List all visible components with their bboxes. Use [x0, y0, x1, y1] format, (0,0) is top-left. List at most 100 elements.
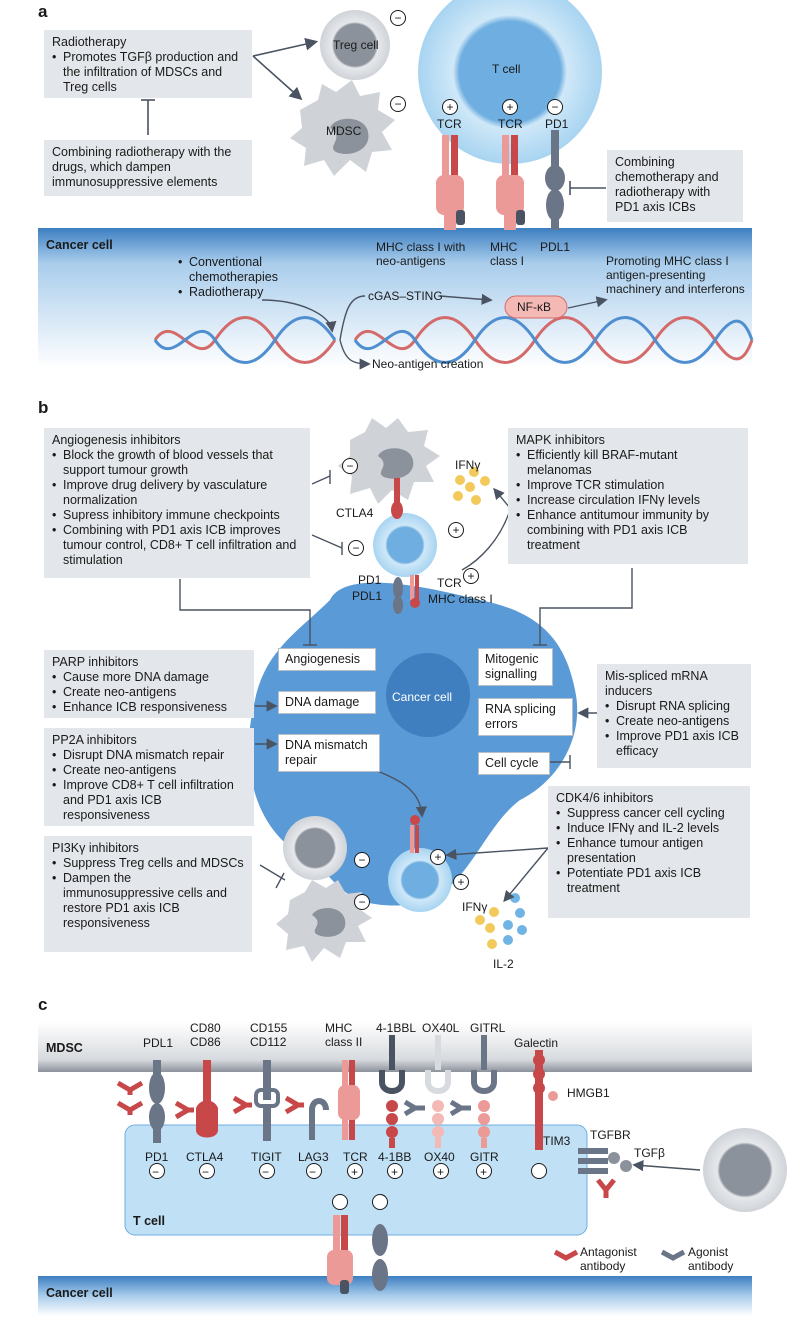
nfkb-pill	[504, 295, 568, 319]
cdk46-inhibitors-box: CDK4/6 inhibitors Suppress cancer cell c…	[548, 786, 750, 918]
pp2a-inhibitors-box: PP2A inhibitors Disrupt DNA mismatch rep…	[44, 728, 254, 826]
tumour-nucleus	[386, 653, 470, 737]
sign-tcr: +	[351, 1165, 359, 1179]
pd1-label-a: PD1	[545, 117, 569, 131]
pi3k-item: Suppress Treg cells and MDSCs	[52, 856, 244, 871]
tcr-b-bottom	[410, 815, 420, 853]
mhc-label-b: MHC class I	[428, 592, 493, 606]
mdsc-cell-b-top	[338, 418, 440, 504]
ifng-label-top: IFNγ	[455, 458, 481, 472]
treg-cell	[320, 10, 390, 80]
pi3k-item: Dampen the immunosuppressive cells and r…	[52, 871, 244, 931]
t-cell-label: T cell	[492, 62, 521, 76]
receptor-gitr: GITR	[470, 1150, 499, 1164]
combining-radiotherapy-box: Combining radiotherapy with the drugs, w…	[44, 140, 252, 196]
ifng-dots-top	[453, 467, 490, 505]
pd1-pdl1-a	[545, 130, 565, 230]
angio-item: Supress inhibitory immune checkpoints	[52, 508, 302, 523]
cell-cycle-label: Cell cycle	[478, 752, 550, 775]
parp-item: Cause more DNA damage	[52, 670, 246, 685]
hmgb1-label: HMGB1	[567, 1086, 610, 1100]
pdl1-label-a: PDL1	[540, 240, 571, 254]
signs-b: −−+ +++ −−	[342, 458, 479, 910]
treg-cell-b	[283, 816, 347, 880]
lag3-mhc2	[309, 1060, 360, 1140]
cdk-item: Enhance tumour antigen presentation	[556, 836, 742, 866]
sign-ctla4: −	[202, 1165, 210, 1179]
tgfbr-label: TGFBR	[590, 1128, 631, 1142]
receptor-41bb: 4-1BB	[378, 1150, 412, 1164]
mapk-title: MAPK inhibitors	[516, 433, 605, 447]
svg-text:+: +	[506, 100, 513, 114]
treg-label: Treg cell	[333, 38, 379, 52]
ligand-cd155-cd112: CD155 CD112	[250, 1021, 288, 1049]
parp-item: Enhance ICB responsiveness	[52, 700, 246, 715]
promoting-mhc-label: Promoting MHC class I antigen-presenting…	[606, 254, 745, 296]
sign-41bb: +	[391, 1165, 399, 1179]
cancer-membrane-c	[38, 1276, 752, 1316]
mis-spliced-box: Mis-spliced mRNA inducers Disrupt RNA sp…	[597, 664, 751, 768]
tgfbr	[578, 1148, 701, 1174]
galectin-tim3	[533, 1050, 558, 1150]
pd1-tcr-b	[393, 575, 420, 614]
missplice-item: Improve PD1 axis ICB efficacy	[605, 729, 743, 759]
sign-tigit: −	[262, 1165, 270, 1179]
signs-a	[390, 10, 563, 115]
receptor-tigit: TIGIT	[251, 1150, 282, 1164]
angio-title: Angiogenesis inhibitors	[52, 433, 181, 447]
ligand-gitrl: GITRL	[470, 1021, 506, 1035]
pp2a-item: Disrupt DNA mismatch repair	[52, 748, 246, 763]
svg-text:−: −	[352, 541, 359, 555]
antagonist-antibodies	[116, 1080, 616, 1261]
ligand-galectin: Galectin	[514, 1036, 559, 1050]
cdk-item: Induce IFNγ and IL-2 levels	[556, 821, 742, 836]
mapk-item: Increase circulation IFNγ levels	[516, 493, 740, 508]
mapk-item: Enhance antitumour immunity by combining…	[516, 508, 740, 553]
radiotherapy-bullet: Promotes TGFβ production and the infiltr…	[52, 50, 244, 95]
tigit-cd155	[254, 1060, 280, 1141]
parp-title: PARP inhibitors	[52, 655, 139, 669]
sign-pd1: −	[152, 1165, 160, 1179]
parp-inhibitors-box: PARP inhibitors Cause more DNA damage Cr…	[44, 650, 254, 718]
cdk-item: Suppress cancer cell cycling	[556, 806, 742, 821]
missplice-item: Create neo-antigens	[605, 714, 743, 729]
missplice-title: Mis-spliced mRNA inducers	[605, 669, 708, 698]
ligand-mhc-class-ii: MHC class II	[325, 1021, 363, 1049]
mdsc-cell-b-bottom	[276, 880, 372, 962]
svg-text:+: +	[467, 569, 474, 583]
il2-label: IL-2	[493, 957, 514, 971]
receptor-ox40: OX40	[424, 1150, 455, 1164]
ligand-cd80-cd86: CD80 CD86	[190, 1021, 221, 1049]
t-cell-b-top	[373, 513, 437, 577]
cdk-item: Potentiate PD1 axis ICB treatment	[556, 866, 742, 896]
angio-item: Improve drug delivery by vasculature nor…	[52, 478, 302, 508]
tcr-mhc-right	[496, 135, 525, 230]
angiogenesis-label: Angiogenesis	[278, 648, 376, 671]
tcr-mhc-left	[436, 135, 465, 230]
agonist-antibodies	[403, 1099, 686, 1261]
t-cell-a	[418, 0, 602, 164]
cancer-cell-label-a: Cancer cell	[46, 238, 113, 252]
pd1-label-b: PD1	[358, 573, 382, 587]
panel-label-a: a	[38, 2, 48, 21]
il2-dots	[475, 893, 527, 949]
sign-lag3: −	[309, 1165, 317, 1179]
tcr-label-b: TCR	[437, 576, 462, 590]
angio-item: Block the growth of blood vessels that s…	[52, 448, 302, 478]
mdsc-label: MDSC	[326, 124, 362, 138]
angio-item: Combining with PD1 axis ICB improves tum…	[52, 523, 302, 568]
dna-helix	[153, 316, 754, 364]
mapk-inhibitors-box: MAPK inhibitors Efficiently kill BRAF-mu…	[508, 428, 748, 564]
grey-cell-c	[703, 1128, 787, 1212]
mdsc-label-c: MDSC	[46, 1041, 83, 1055]
mitogenic-signalling-label: Mitogenic signalling	[478, 648, 553, 686]
pp2a-item: Improve CD8+ T cell infiltration and PD1…	[52, 778, 246, 823]
svg-text:−: −	[551, 100, 558, 114]
pp2a-title: PP2A inhibitors	[52, 733, 137, 747]
svg-text:−: −	[346, 459, 353, 473]
mapk-item: Efficiently kill BRAF-mutant melanomas	[516, 448, 740, 478]
svg-text:−: −	[394, 11, 401, 25]
radiotherapy-box: Radiotherapy Promotes TGFβ production an…	[44, 30, 252, 98]
svg-text:+: +	[446, 100, 453, 114]
mdsc-cell-a	[290, 80, 395, 176]
